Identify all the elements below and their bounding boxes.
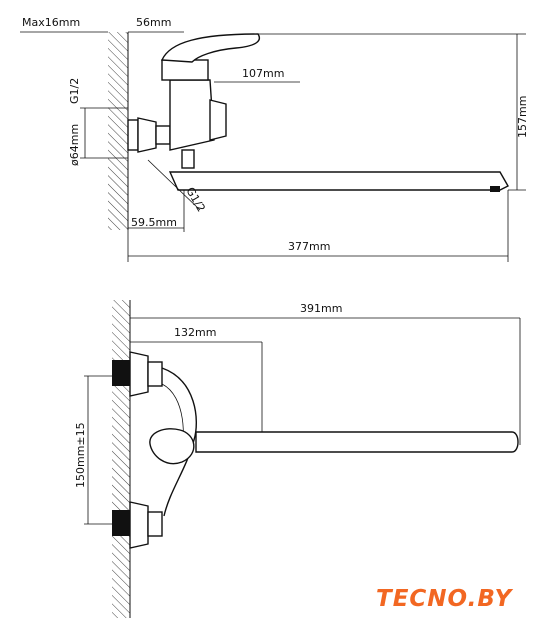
bottom-dimension-lines bbox=[84, 317, 521, 525]
spout bbox=[168, 171, 509, 191]
mixer-body bbox=[169, 79, 215, 151]
wall-hatch bbox=[108, 32, 128, 230]
top-dimension-lines bbox=[20, 31, 526, 262]
spout-top bbox=[195, 431, 519, 453]
dim-body-length: 107mm bbox=[242, 67, 284, 80]
dim-diameter: ø64mm bbox=[68, 124, 81, 166]
wall-hatch-bottom bbox=[112, 300, 130, 618]
top-view bbox=[112, 300, 519, 618]
brand-logo: TECNO.BY bbox=[376, 586, 513, 612]
dim-handle-offset: 56mm bbox=[136, 16, 171, 29]
dim-max-depth: Max16mm bbox=[22, 16, 80, 29]
dim-thread-top: G1/2 bbox=[68, 78, 81, 104]
lever-handle bbox=[160, 33, 261, 63]
dim-center-distance: 150mm±15 bbox=[74, 422, 87, 488]
handle-head bbox=[149, 428, 195, 465]
dim-wall-offset: 59.5mm bbox=[131, 216, 177, 229]
dim-handle-reach: 132mm bbox=[174, 326, 216, 339]
dim-total-length: 391mm bbox=[300, 302, 342, 315]
dim-height: 157mm bbox=[516, 96, 529, 138]
dim-spout-length: 377mm bbox=[288, 240, 330, 253]
side-view bbox=[108, 32, 509, 230]
